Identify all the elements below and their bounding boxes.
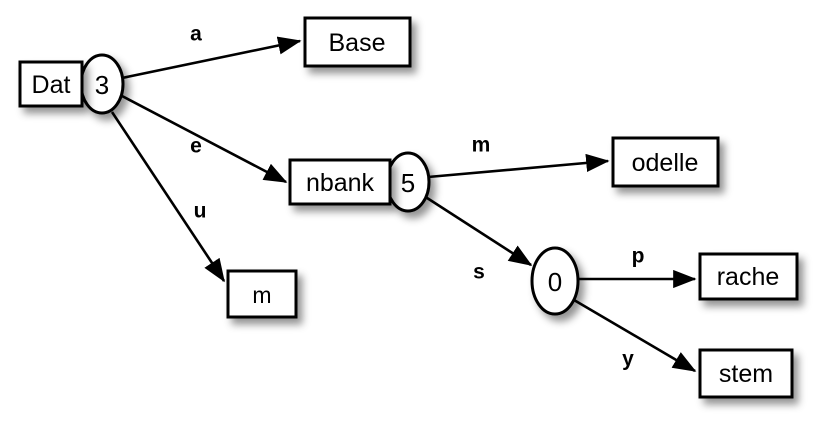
node-rache-rect[interactable]	[698, 252, 799, 301]
edge-a-label: a	[190, 23, 202, 46]
edges-layer	[110, 36, 697, 373]
node-dat-label: Dat	[32, 71, 71, 99]
node-odelle-label: odelle	[632, 149, 699, 177]
state-s5-label: 5	[401, 168, 415, 198]
edge-y-line	[573, 298, 697, 373]
node-nbank[interactable]	[288, 158, 392, 206]
edge-m-line	[427, 153, 610, 179]
edge-p-label: p	[632, 245, 645, 268]
node-rache[interactable]	[698, 252, 799, 301]
node-nbank-rect[interactable]	[288, 158, 392, 206]
node-m[interactable]	[226, 269, 298, 319]
state-s0-label: 0	[548, 267, 562, 297]
node-m-label: m	[252, 282, 271, 308]
node-dat-rect[interactable]	[18, 60, 84, 108]
node-base-rect[interactable]	[303, 16, 412, 68]
node-stem[interactable]	[698, 348, 794, 399]
state-s3-label: 3	[95, 70, 109, 100]
node-base-label: Base	[329, 29, 386, 57]
node-base[interactable]	[303, 16, 412, 68]
node-stem-rect[interactable]	[698, 348, 794, 399]
state-s0-ellipse[interactable]	[530, 246, 580, 316]
node-stem-label: stem	[719, 360, 773, 388]
node-m-rect[interactable]	[226, 269, 298, 319]
node-odelle[interactable]	[611, 136, 720, 188]
edge-u-label: u	[194, 200, 207, 223]
edge-u-line	[110, 111, 226, 283]
edge-m-label: m	[472, 134, 491, 157]
edge-e-label: e	[190, 135, 202, 158]
state-s0[interactable]	[530, 246, 580, 316]
edge-s-label: s	[473, 261, 485, 284]
edge-s-line	[423, 194, 533, 267]
edge-a-line	[121, 36, 302, 80]
node-nbank-label: nbank	[306, 169, 375, 197]
node-odelle-rect[interactable]	[611, 136, 720, 188]
node-dat[interactable]	[18, 60, 84, 108]
node-rache-label: rache	[717, 263, 780, 291]
edge-y-label: y	[622, 348, 634, 371]
edge-e-line	[121, 94, 288, 184]
